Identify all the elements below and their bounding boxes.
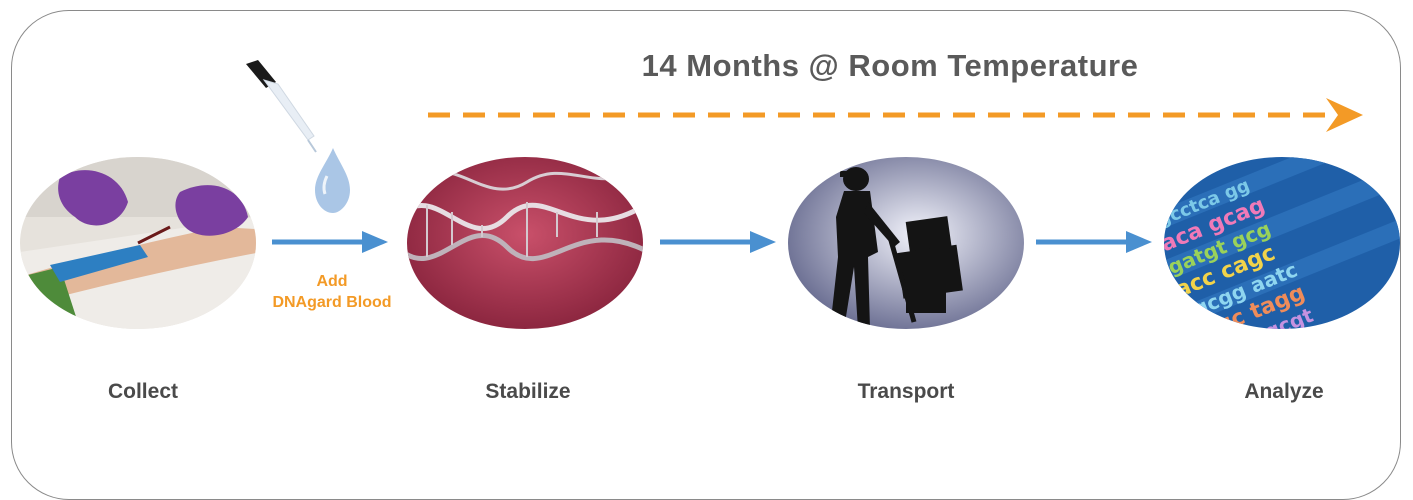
transport-photo [788, 157, 1024, 329]
step-label-stabilize: Stabilize [428, 380, 628, 404]
step-label-transport: Transport [806, 380, 1006, 404]
stabilize-photo [407, 157, 643, 329]
step-label-collect: Collect [43, 380, 243, 404]
reagent-label: Add DNAgard Blood [244, 271, 420, 313]
reagent-line-1: Add [244, 271, 420, 292]
timeline-dashed-arrow [428, 96, 1368, 136]
reagent-line-2: DNAgard Blood [244, 292, 420, 313]
dropper-icon [236, 58, 356, 223]
collect-photo [20, 157, 256, 329]
flow-arrow-2 [660, 228, 780, 256]
flow-arrow-1 [272, 228, 392, 256]
step-label-analyze: Analyze [1184, 380, 1384, 404]
analyze-photo: gtgcctca gg attaca gcag ccgatgt gcg ggta… [1164, 157, 1400, 329]
duration-heading: 14 Months @ Room Temperature [560, 48, 1220, 84]
flow-arrow-3 [1036, 228, 1156, 256]
